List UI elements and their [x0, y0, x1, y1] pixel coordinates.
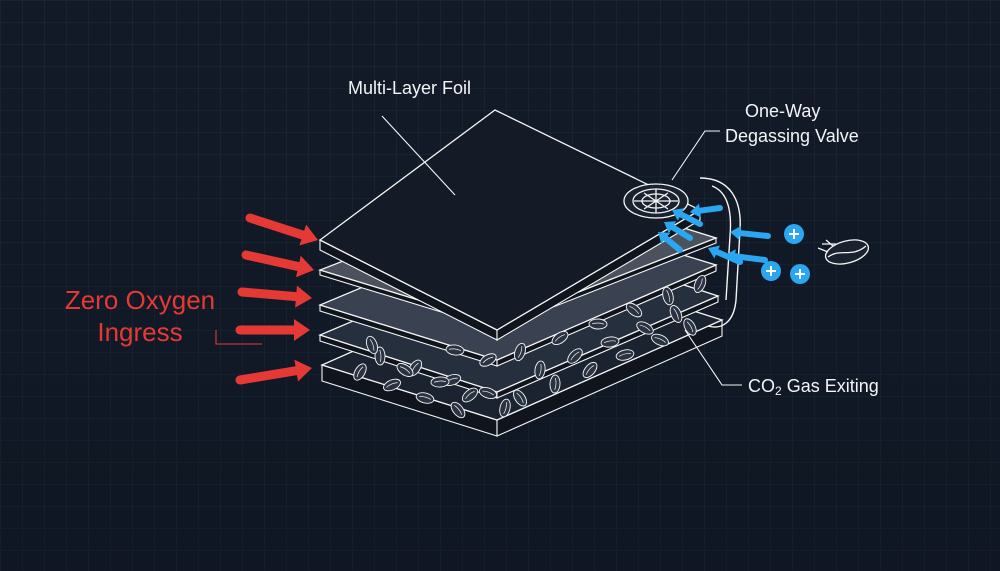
coffee-bean — [513, 389, 527, 407]
blue-arrow-icon — [658, 232, 683, 253]
coffee-bean — [415, 392, 435, 404]
red-arrow-icon — [245, 213, 318, 246]
coffee-bean — [582, 361, 598, 379]
coffee-bean — [636, 321, 654, 335]
oxygen-leader-line — [215, 330, 262, 345]
co2-molecule-icon — [790, 264, 810, 284]
coffee-bean — [430, 376, 450, 388]
co2-arrows — [658, 203, 771, 265]
co2-label: CO2 Gas Exiting — [748, 376, 879, 398]
oxygen-label-line2: Ingress — [97, 317, 183, 347]
blue-arrow-icon — [672, 208, 703, 227]
coffee-bean-icon — [817, 239, 870, 265]
blue-arrow-icon — [708, 245, 743, 265]
red-arrow-icon — [235, 359, 312, 385]
co2-molecule-icon — [761, 261, 781, 281]
valve-label-line2: Degassing Valve — [725, 126, 859, 146]
coffee-bean — [615, 349, 635, 361]
coffee-bean — [396, 363, 414, 377]
coffee-bean — [567, 348, 583, 364]
coffee-bean — [499, 398, 511, 418]
coffee-bean — [549, 374, 561, 394]
coffee-bean — [693, 275, 707, 293]
red-arrow-icon — [237, 285, 312, 308]
red-arrow-icon — [241, 250, 314, 278]
coffee-bean — [450, 401, 466, 419]
valve-label-line1: One-Way — [745, 101, 821, 121]
co2-molecule-icon — [784, 224, 804, 244]
layer-top-foil — [318, 109, 702, 341]
red-arrow-icon — [235, 319, 310, 341]
coffee-bean — [479, 353, 497, 367]
coffee-bean — [445, 344, 465, 356]
blue-arrow-icon — [690, 203, 723, 218]
valve-icon — [623, 183, 689, 219]
coffee-bean — [478, 386, 498, 400]
coffee-bean — [662, 286, 674, 306]
coffee-bean — [600, 336, 620, 348]
coffee-bean — [651, 333, 669, 347]
coffee-bean — [588, 318, 608, 330]
coffee-bean — [669, 305, 683, 323]
coffee-beans — [353, 275, 707, 419]
coffee-bean — [461, 387, 479, 403]
blue-arrow-icon — [664, 221, 693, 241]
coffee-bean — [353, 363, 367, 381]
foil-label: Multi-Layer Foil — [348, 78, 472, 98]
co2-leader-line — [684, 329, 742, 386]
coffee-bean — [514, 342, 526, 362]
oxygen-arrows — [235, 213, 318, 385]
coffee-bean — [683, 318, 697, 336]
coffee-bean — [365, 335, 379, 355]
co2-molecules — [761, 224, 810, 284]
blue-arrow-icon — [730, 226, 771, 241]
coffee-bean — [551, 330, 569, 346]
coffee-bean — [534, 360, 546, 380]
oxygen-label-line1: Zero Oxygen — [64, 285, 216, 315]
coffee-bean — [625, 302, 643, 318]
foil-leader-line — [381, 115, 456, 196]
coffee-bean — [374, 346, 386, 366]
coffee-bean — [383, 378, 401, 392]
valve-leader-line — [671, 130, 720, 181]
